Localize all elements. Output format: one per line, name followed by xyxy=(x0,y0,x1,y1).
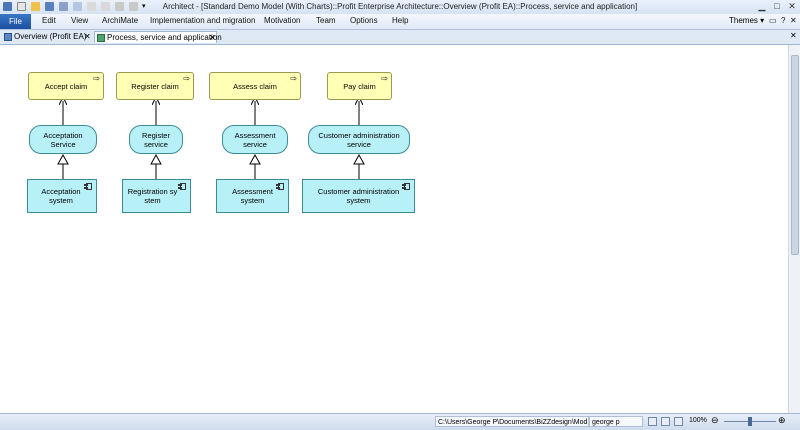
fit-page-icon[interactable] xyxy=(661,417,670,426)
zoom-slider-thumb[interactable] xyxy=(748,417,752,426)
process-label: Pay claim xyxy=(343,81,376,91)
close-icon[interactable]: ✕ xyxy=(790,31,797,40)
maximize-button[interactable]: □ xyxy=(774,1,780,11)
relations-layer xyxy=(57,45,365,179)
window-title: Architect - [Standard Demo Model (With C… xyxy=(162,2,638,11)
component-acceptation-system[interactable]: Acceptation system xyxy=(27,179,97,213)
menu-archimate[interactable]: ArchiMate xyxy=(102,16,139,25)
menu-motivation[interactable]: Motivation xyxy=(264,16,301,25)
component-icon xyxy=(402,183,410,190)
tab-label: Process, service and application xyxy=(107,33,222,42)
menu-options[interactable]: Options xyxy=(350,16,378,25)
menu-help[interactable]: Help xyxy=(392,16,409,25)
status-user: george p xyxy=(589,416,643,427)
process-arrow-icon: ⇨ xyxy=(290,74,297,83)
process-pay-claim[interactable]: Pay claim ⇨ xyxy=(327,72,392,100)
component-icon xyxy=(178,183,186,190)
menu-implementation-migration[interactable]: Implementation and migration xyxy=(150,16,256,25)
zoom-in-icon[interactable]: ⊕ xyxy=(778,415,786,425)
print-icon[interactable] xyxy=(59,2,68,11)
process-label: Accept claim xyxy=(44,81,88,91)
menu-edit[interactable]: Edit xyxy=(42,16,56,25)
close-icon[interactable]: ✕ xyxy=(84,32,91,41)
page-view-icon[interactable] xyxy=(648,417,657,426)
themes-label: Themes xyxy=(729,16,758,25)
component-icon xyxy=(84,183,92,190)
tab-process-service-application[interactable]: Process, service and application ✕ xyxy=(94,31,222,43)
process-label: Assess claim xyxy=(233,81,277,91)
close-button[interactable]: ✕ xyxy=(788,1,796,11)
service-label: Assessment service xyxy=(234,130,276,149)
copy-icon[interactable] xyxy=(87,2,96,11)
new-icon[interactable] xyxy=(17,2,26,11)
zoom-out-icon[interactable]: ⊖ xyxy=(711,415,719,425)
process-arrow-icon: ⇨ xyxy=(183,74,190,83)
themes-menu[interactable]: Themes ▾ xyxy=(729,16,764,25)
process-assess-claim[interactable]: Assess claim ⇨ xyxy=(209,72,301,100)
menu-view[interactable]: View xyxy=(71,16,89,25)
paste-icon[interactable] xyxy=(101,2,110,11)
component-assessment-system[interactable]: Assessment system xyxy=(216,179,289,213)
process-register-claim[interactable]: Register claim ⇨ xyxy=(116,72,194,100)
tab-overview[interactable]: Overview (Profit EA) ✕ xyxy=(2,31,92,43)
process-arrow-icon: ⇨ xyxy=(381,74,388,83)
open-icon[interactable] xyxy=(31,2,40,11)
grid-icon[interactable] xyxy=(674,417,683,426)
scrollbar-thumb[interactable] xyxy=(791,55,799,255)
minimize-button[interactable]: ▁ xyxy=(758,1,766,11)
redo-icon[interactable] xyxy=(129,2,138,11)
service-acceptation[interactable]: Acceptation Service xyxy=(29,125,97,154)
restore-icon[interactable]: ▭ xyxy=(769,16,777,25)
menu-team[interactable]: Team xyxy=(316,16,336,25)
component-icon xyxy=(276,183,284,190)
file-menu[interactable]: File xyxy=(0,14,31,29)
component-label: Assessment system xyxy=(232,187,273,205)
cut-icon[interactable] xyxy=(73,2,82,11)
undo-icon[interactable] xyxy=(115,2,124,11)
component-customer-administration-system[interactable]: Customer administration system xyxy=(302,179,415,213)
component-label: Acceptation system xyxy=(41,187,81,205)
used-by-relations xyxy=(63,101,359,125)
app-icon xyxy=(3,2,12,11)
component-registration-system[interactable]: Registration system xyxy=(122,179,191,213)
diagram-canvas[interactable]: Accept claim ⇨ Register claim ⇨ Assess c… xyxy=(0,45,788,413)
service-label: Customer administration service xyxy=(318,130,400,149)
chevron-down-icon: ▾ xyxy=(760,16,765,25)
document-tabs: Overview (Profit EA) ✕ Process, service … xyxy=(0,30,800,45)
component-label: Registration system xyxy=(127,187,178,205)
close-doc-icon[interactable]: ✕ xyxy=(790,16,797,25)
view-icon xyxy=(97,34,105,42)
component-label: Customer administration system xyxy=(317,187,400,205)
close-icon[interactable]: ✕ xyxy=(209,33,216,42)
help-icon[interactable]: ? xyxy=(781,16,786,25)
menu-bar: File Edit View ArchiMate Implementation … xyxy=(0,14,800,30)
service-label: Acceptation Service xyxy=(43,130,83,149)
process-arrow-icon: ⇨ xyxy=(93,74,100,83)
zoom-level: 100% xyxy=(689,417,707,424)
title-bar: ▾ Architect - [Standard Demo Model (With… xyxy=(0,0,800,15)
customize-toolbar-chevron-icon[interactable]: ▾ xyxy=(142,3,146,10)
service-customer-administration[interactable]: Customer administration service xyxy=(308,125,410,154)
vertical-scrollbar[interactable] xyxy=(788,45,800,413)
service-register[interactable]: Register service xyxy=(129,125,183,154)
service-assessment[interactable]: Assessment service xyxy=(222,125,288,154)
process-label: Register claim xyxy=(131,81,179,91)
process-accept-claim[interactable]: Accept claim ⇨ xyxy=(28,72,104,100)
tab-label: Overview (Profit EA) xyxy=(14,32,87,41)
status-bar: C:\Users\George P\Documents\BiZZdesign\M… xyxy=(0,413,800,430)
status-path: C:\Users\George P\Documents\BiZZdesign\M… xyxy=(435,416,589,427)
view-icon xyxy=(4,33,12,41)
realization-relations xyxy=(57,153,365,179)
service-label: Register service xyxy=(142,130,170,149)
save-icon[interactable] xyxy=(45,2,54,11)
